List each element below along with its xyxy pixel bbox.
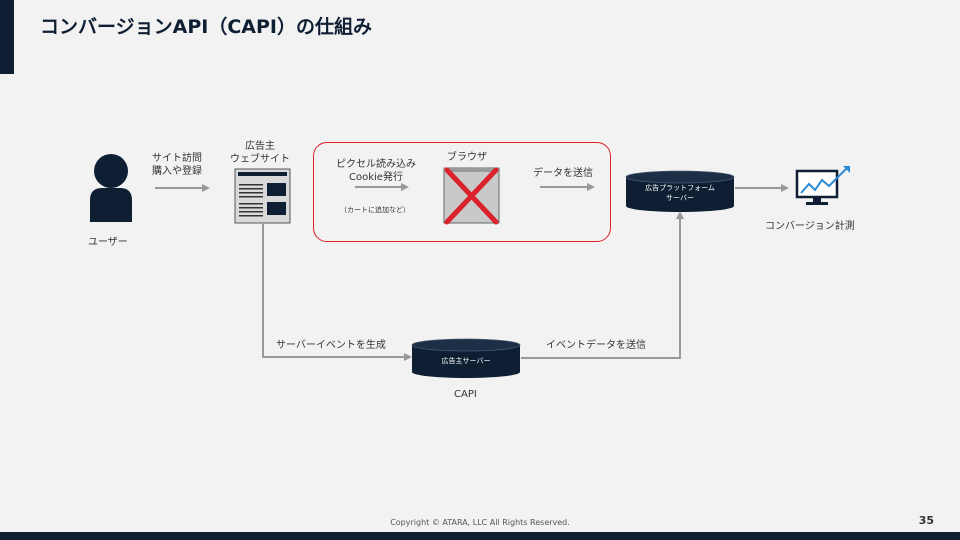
chart-monitor-icon <box>795 166 850 205</box>
header-accent-bar <box>0 0 14 74</box>
user-icon <box>90 154 132 222</box>
arrow-server-event <box>262 224 412 361</box>
page-title: コンバージョンAPI（CAPI）の仕組み <box>40 16 372 38</box>
conversion-label: コンバージョン計測 <box>765 221 855 232</box>
send-data-label: データを送信 <box>533 168 593 179</box>
advertiser-server-label: 広告主サーバー <box>441 357 491 365</box>
platform-server-label: 広告プラットフォームサーバー <box>645 184 715 202</box>
capi-label: CAPI <box>454 389 477 400</box>
browser-flow-highlight <box>313 142 611 242</box>
page-number: 35 <box>918 514 934 527</box>
visit-label: サイト訪問購入や登録 <box>152 153 202 177</box>
user-label: ユーザー <box>88 237 128 248</box>
pixel-note: （カートに追加など） <box>340 206 410 214</box>
server-event-label: サーバーイベントを生成 <box>276 340 386 351</box>
website-label: 広告主ウェブサイト <box>230 141 290 165</box>
database-icon <box>411 338 521 378</box>
send-event-label: イベントデータを送信 <box>546 340 646 351</box>
footer-bar <box>0 532 960 540</box>
website-icon <box>234 168 291 224</box>
arrow-send-event <box>521 211 684 359</box>
database-icon <box>625 170 735 212</box>
browser-label: ブラウザ <box>447 152 487 163</box>
copyright: Copyright © ATARA, LLC All Rights Reserv… <box>390 518 570 527</box>
blocked-x-icon <box>444 167 499 225</box>
